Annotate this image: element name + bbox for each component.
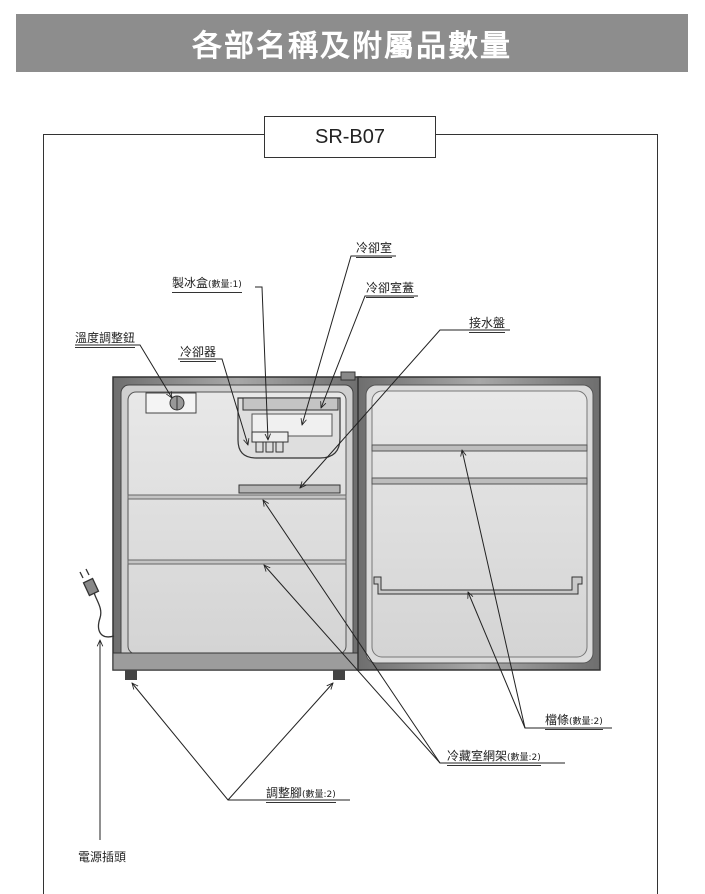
ice-tray: [251, 431, 289, 453]
label-ice-box-text: 製冰盒: [172, 276, 209, 290]
label-ice-box: 製冰盒(數量:1): [172, 274, 242, 293]
label-cooling-room: 冷卻室: [356, 239, 393, 258]
label-fridge-rack-text: 冷藏室網架: [447, 749, 508, 763]
label-adjust-foot-qty: (數量:2): [302, 790, 336, 800]
leader-lines: [75, 255, 612, 840]
label-evaporator: 冷卻器: [180, 343, 217, 362]
label-ice-box-qty: (數量:1): [208, 280, 242, 290]
label-door-shelf-qty: (數量:2): [569, 717, 603, 727]
label-temp-knob: 溫度調整鈕: [75, 329, 136, 348]
adjust-feet: [125, 670, 345, 680]
power-plug-icon: [79, 568, 115, 638]
freezer-compartment: [237, 397, 341, 459]
fridge-racks: [127, 494, 347, 565]
label-fridge-rack: 冷藏室網架(數量:2): [447, 747, 541, 766]
label-power-plug: 電源插頭: [78, 850, 127, 864]
drip-tray: [238, 484, 341, 494]
label-adjust-foot: 調整腳(數量:2): [266, 784, 336, 803]
label-fridge-rack-qty: (數量:2): [507, 753, 541, 763]
label-door-shelf-text: 檔條: [545, 713, 570, 727]
page-title: 各部名稱及附屬品數量: [16, 14, 688, 72]
fridge-door: [357, 376, 601, 671]
model-number: SR-B07: [264, 116, 436, 158]
label-door-shelf: 檔條(數量:2): [545, 711, 603, 730]
label-cooling-room-cover: 冷卻室蓋: [366, 279, 415, 298]
label-drip-tray: 接水盤: [469, 314, 506, 333]
temperature-knob: [145, 392, 197, 414]
label-adjust-foot-text: 調整腳: [266, 786, 303, 800]
